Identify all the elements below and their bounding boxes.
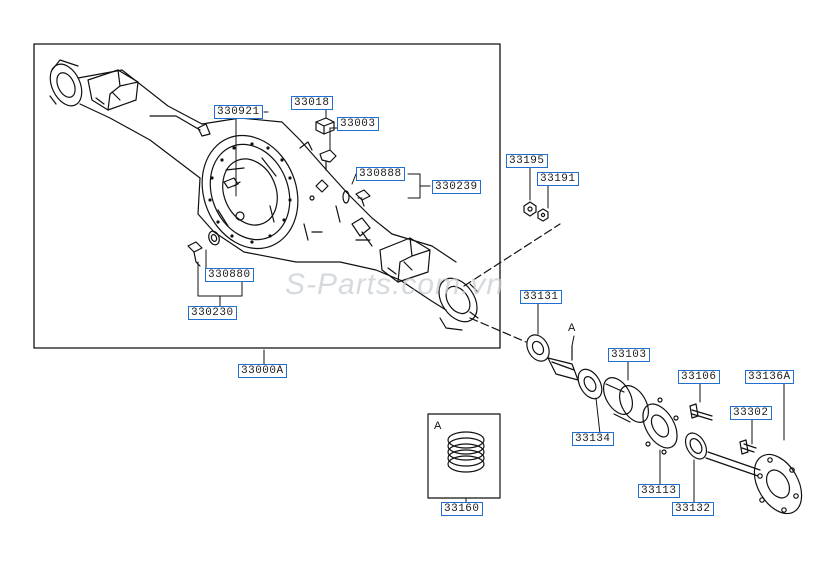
axle-shaft-33136A — [705, 451, 803, 515]
bearing-33134 — [577, 368, 603, 400]
nut-33191 — [537, 208, 549, 222]
bearing-33103 — [602, 377, 650, 423]
inset-a-letter: A — [434, 420, 442, 432]
axle-shaft-spline — [547, 345, 579, 381]
detail-a-letter: A — [568, 322, 576, 334]
oil-seal-33131 — [526, 334, 550, 362]
part-label-33132[interactable]: 33132 — [672, 502, 714, 516]
part-label-33134[interactable]: 33134 — [572, 432, 614, 446]
leader-lines — [197, 107, 785, 503]
part-label-33195[interactable]: 33195 — [506, 154, 548, 168]
axle-housing — [49, 59, 479, 331]
plug-330230 — [187, 241, 203, 267]
centerline-b — [463, 223, 561, 287]
part-label-33136A[interactable]: 33136A — [745, 370, 794, 384]
part-label-330880[interactable]: 330880 — [205, 268, 254, 282]
hub-bolt-33302 — [739, 439, 757, 455]
part-label-330239[interactable]: 330239 — [432, 180, 481, 194]
part-label-33191[interactable]: 33191 — [537, 172, 579, 186]
filler-plug-330921 — [223, 177, 241, 189]
part-label-33113[interactable]: 33113 — [638, 484, 680, 498]
part-label-330921[interactable]: 330921 — [214, 105, 263, 119]
part-label-330230[interactable]: 330230 — [188, 306, 237, 320]
part-label-33160[interactable]: 33160 — [441, 502, 483, 516]
part-label-330888[interactable]: 330888 — [356, 167, 405, 181]
breather-cap-33018 — [315, 117, 335, 135]
centerline-a — [469, 317, 527, 343]
gasket-330888 — [342, 190, 350, 204]
part-label-33018[interactable]: 33018 — [291, 96, 333, 110]
part-label-33000A[interactable]: 33000A — [238, 364, 287, 378]
gasket-330880 — [208, 230, 220, 246]
spring-33160 — [447, 431, 485, 473]
bearing-retainer-33113 — [642, 397, 679, 455]
axle-housing-frame — [33, 43, 501, 349]
part-label-33106[interactable]: 33106 — [678, 370, 720, 384]
oil-seal-33132 — [684, 432, 708, 460]
part-label-33003[interactable]: 33003 — [337, 117, 379, 131]
part-label-33302[interactable]: 33302 — [730, 406, 772, 420]
part-label-33103[interactable]: 33103 — [608, 348, 650, 362]
vent-plug-33003 — [319, 149, 337, 171]
nut-33195 — [523, 201, 537, 217]
bolt-33106 — [689, 403, 713, 421]
part-label-33131[interactable]: 33131 — [520, 290, 562, 304]
inset-box — [427, 413, 501, 499]
